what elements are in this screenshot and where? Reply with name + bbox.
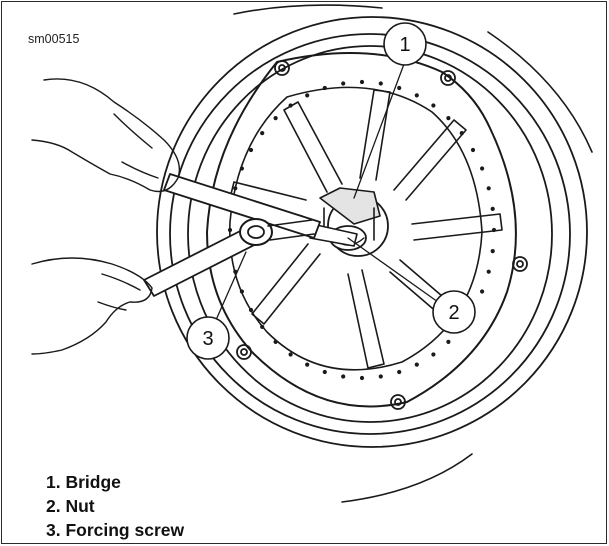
callout-3-number: 3 — [202, 328, 213, 350]
disc-hole — [414, 93, 419, 98]
disc-hole — [305, 93, 310, 98]
callout-2-number: 2 — [448, 302, 459, 324]
disc-hole — [305, 362, 310, 367]
disc-hole — [239, 166, 244, 171]
disc-hole — [397, 369, 402, 375]
callout-circle-1 — [383, 22, 427, 66]
disc-hole — [397, 85, 402, 91]
callout-circle-3 — [186, 316, 230, 360]
disc-hole — [446, 116, 451, 121]
disc-hole — [359, 375, 365, 381]
hub-assembly — [309, 187, 389, 257]
disc-hole — [260, 131, 265, 136]
tyre-outline — [156, 4, 593, 503]
legend: 1. Bridge 2. Nut 3. Forcing screw — [46, 470, 184, 542]
tools — [143, 173, 321, 297]
disc-hole — [233, 186, 238, 191]
disc-hole — [239, 289, 244, 294]
disc-hole — [490, 206, 495, 211]
callout-1-number: 1 — [399, 34, 410, 56]
disc-hole — [431, 352, 436, 357]
disc-hole — [273, 339, 278, 344]
disc-hole — [248, 147, 254, 153]
disc-hole — [486, 269, 491, 274]
disc-hole — [490, 249, 495, 254]
legend-item-nut: 2. Nut — [46, 496, 95, 516]
disc-hole — [322, 85, 327, 91]
disc-hole — [378, 81, 383, 86]
disc-hole — [359, 79, 365, 85]
disc-hole — [378, 374, 383, 379]
hands — [31, 78, 181, 355]
callout-circle-2 — [432, 290, 476, 334]
disc-hole — [273, 116, 278, 121]
disc-hole — [480, 289, 485, 294]
disc-hole — [322, 369, 327, 375]
bridge-part — [319, 187, 381, 225]
legend-item-forcing-screw: 3. Forcing screw — [46, 520, 185, 540]
disc-hole — [414, 362, 419, 367]
disc-hole — [446, 339, 451, 344]
disc-hole — [288, 352, 293, 357]
disc-hole — [431, 103, 436, 108]
disc-hole — [486, 186, 491, 191]
disc-hole — [341, 374, 346, 379]
disc-hole — [248, 307, 254, 313]
disc-hole — [227, 227, 233, 233]
disc-hole — [470, 147, 476, 153]
legend-item-bridge: 1. Bridge — [46, 472, 121, 492]
disc-hole — [480, 166, 485, 171]
leader-lines — [215, 63, 439, 321]
disc-hole — [341, 81, 346, 86]
disc-hole — [260, 324, 265, 329]
brake-disc — [206, 52, 528, 410]
figure-id: sm00515 — [28, 32, 80, 46]
